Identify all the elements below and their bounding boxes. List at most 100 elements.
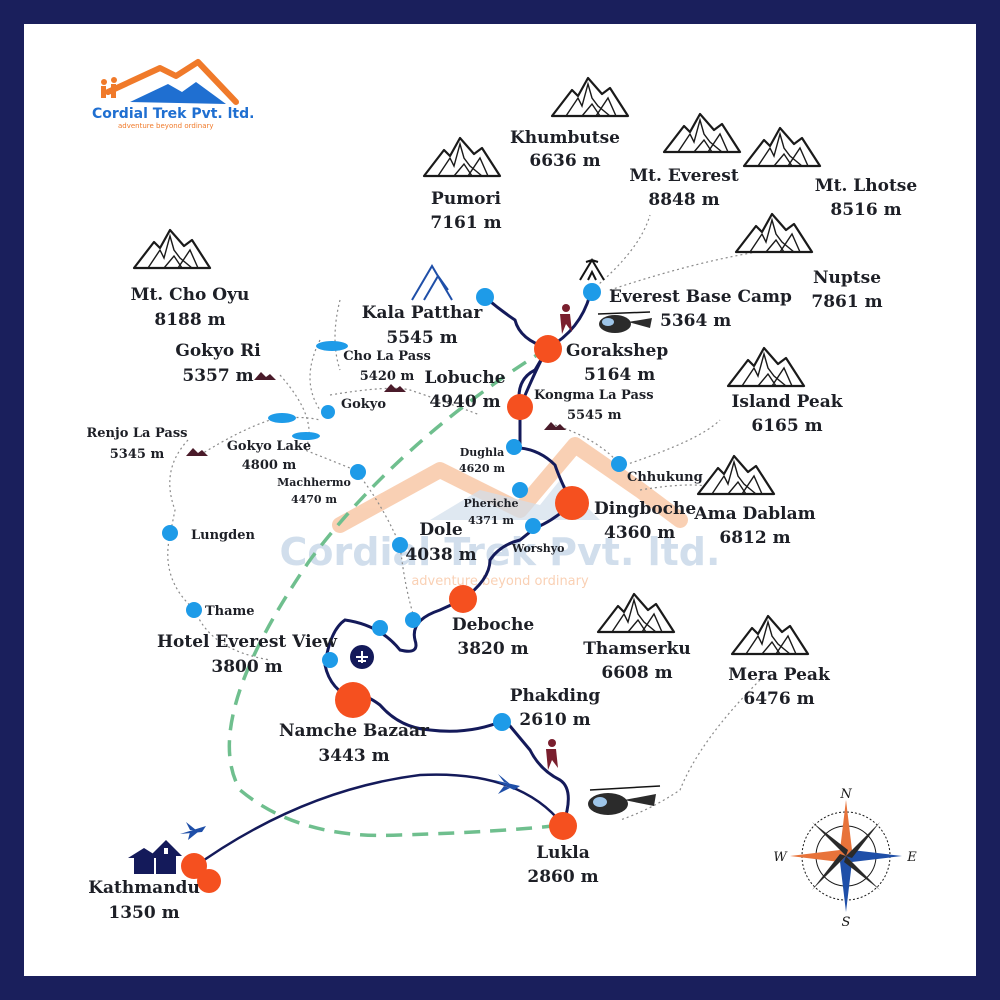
- place-alt-deboche: 3820 m: [457, 639, 528, 659]
- company-logo: Cordial Trek Pvt. ltd. adventure beyond …: [92, 59, 254, 130]
- place-alt-kongma-la: 5545 m: [567, 408, 622, 423]
- mountain-icon-pumori: [422, 136, 502, 178]
- stop-deboche-approach[interactable]: [405, 612, 421, 628]
- place-name-cho-la: Cho La Pass: [343, 349, 431, 364]
- place-name-namche-bazaar: Namche Bazaar: [279, 721, 430, 741]
- peak-alt-pumori: 7161 m: [430, 213, 501, 233]
- stop-chhukung[interactable]: [611, 456, 627, 472]
- stop-thame[interactable]: [186, 602, 202, 618]
- watermark-tagline: adventure beyond ordinary: [411, 574, 589, 589]
- place-name-thame: Thame: [205, 604, 255, 619]
- place-name-gokyo-ri: Gokyo Ri: [175, 341, 261, 361]
- place-name-chhukung: Chhukung: [627, 470, 703, 485]
- place-alt-gokyo-lake: 4800 m: [242, 458, 297, 473]
- compass-s: S: [842, 915, 851, 930]
- tent-icon: [579, 258, 605, 281]
- logo-tagline: adventure beyond ordinary: [118, 122, 214, 130]
- mountain-icon-ama-dablam: [696, 454, 776, 496]
- stop-hotel-everest-view[interactable]: [322, 652, 338, 668]
- stop-machhermo[interactable]: [350, 464, 366, 480]
- place-name-lobuche: Lobuche: [424, 368, 505, 388]
- place-alt-dole: 4038 m: [405, 545, 476, 565]
- airplane-icon-2: [180, 822, 206, 840]
- place-name-machhermo: Machhermo: [277, 476, 351, 489]
- major-stops: [181, 335, 589, 893]
- peak-name-khumbutse: Khumbutse: [510, 128, 620, 148]
- pass-icon-kongma-la: [544, 422, 566, 430]
- peak-alt-thamserku: 6608 m: [601, 663, 672, 683]
- lake-icon-2: [268, 413, 296, 423]
- place-alt-namche-bazaar: 3443 m: [318, 746, 389, 766]
- place-alt-pheriche: 4371 m: [468, 514, 514, 527]
- stop-everest-base-camp[interactable]: [583, 283, 601, 301]
- place-alt-hotel-everest-view: 3800 m: [211, 657, 282, 677]
- stop-lungden[interactable]: [162, 525, 178, 541]
- peak-alt-khumbutse: 6636 m: [529, 151, 600, 171]
- compass-w: W: [773, 850, 788, 865]
- peak-alt-nuptse: 7861 m: [811, 292, 882, 312]
- helicopter-icon-lukla: [588, 785, 661, 815]
- stop-kathmandu-2[interactable]: [197, 869, 221, 893]
- compass-e: E: [906, 850, 917, 865]
- stop-kala-patthar[interactable]: [476, 288, 494, 306]
- place-name-gokyo: Gokyo: [341, 397, 386, 412]
- stop-gorakshep[interactable]: [534, 335, 562, 363]
- place-alt-renjo-la: 5345 m: [110, 447, 165, 462]
- peak-alt-cho-oyu: 8188 m: [154, 310, 225, 330]
- lake-icon-3: [292, 432, 320, 440]
- place-name-kala-patthar: Kala Patthar: [362, 303, 484, 323]
- return-route-dashed: [227, 346, 564, 838]
- helicopter-icon-ebc: [597, 311, 652, 333]
- hiker-icon-lukla: [546, 739, 558, 770]
- peak-alt-lhotse: 8516 m: [830, 200, 901, 220]
- place-name-dingboche: Dingboche: [594, 499, 696, 519]
- mountain-icon-mera-peak: [730, 614, 810, 656]
- stop-worshyo[interactable]: [525, 518, 541, 534]
- place-alt-phakding: 2610 m: [519, 710, 590, 730]
- stop-namche-bazaar[interactable]: [335, 682, 371, 718]
- place-alt-gorakshep: 5164 m: [584, 365, 655, 385]
- airplane-icon-1: [494, 774, 520, 794]
- stop-tengboche-approach[interactable]: [372, 620, 388, 636]
- watermark-brand: Cordial Trek Pvt. ltd.: [280, 530, 721, 574]
- place-name-lukla: Lukla: [536, 843, 590, 863]
- peak-alt-island-peak: 6165 m: [751, 416, 822, 436]
- place-name-hotel-everest-view: Hotel Everest View: [157, 632, 337, 652]
- stop-lobuche[interactable]: [507, 394, 533, 420]
- peak-name-mera-peak: Mera Peak: [728, 665, 831, 685]
- stop-dughla[interactable]: [506, 439, 522, 455]
- place-alt-gokyo-ri: 5357 m: [182, 366, 253, 386]
- logo-name: Cordial Trek Pvt. ltd.: [92, 106, 254, 122]
- pass-icon-gokyo-ri: [254, 372, 276, 380]
- stop-phakding[interactable]: [493, 713, 511, 731]
- place-alt-cho-la: 5420 m: [360, 369, 415, 384]
- stop-gokyo[interactable]: [321, 405, 335, 419]
- minor-stops: [162, 283, 627, 731]
- place-name-renjo-la: Renjo La Pass: [86, 426, 187, 441]
- compass-n: N: [839, 787, 852, 802]
- place-name-kathmandu: Kathmandu: [88, 878, 200, 898]
- stop-kathmandu-1[interactable]: [181, 853, 207, 879]
- peak-name-ama-dablam: Ama Dablam: [693, 504, 815, 524]
- summit-icon-kala-patthar: [411, 264, 453, 301]
- place-name-phakding: Phakding: [510, 686, 601, 706]
- stop-pheriche[interactable]: [512, 482, 528, 498]
- place-alt-lukla: 2860 m: [527, 867, 598, 887]
- place-name-lungden: Lungden: [191, 528, 255, 543]
- place-alt-dughla: 4620 m: [459, 462, 505, 475]
- stop-dingboche[interactable]: [555, 486, 589, 520]
- mountain-icon-cho-oyu: [132, 228, 212, 270]
- stop-lukla[interactable]: [549, 812, 577, 840]
- peak-name-pumori: Pumori: [431, 189, 501, 209]
- mountain-icon-everest: [662, 112, 742, 154]
- peak-name-island-peak: Island Peak: [731, 392, 843, 412]
- hiker-icon-gorakshep: [560, 304, 572, 334]
- stop-deboche[interactable]: [449, 585, 477, 613]
- peak-alt-everest: 8848 m: [648, 190, 719, 210]
- place-alt-kala-patthar: 5545 m: [386, 328, 457, 348]
- place-name-gorakshep: Gorakshep: [566, 341, 668, 361]
- compass-rose: N S E W: [773, 787, 917, 930]
- stop-dole[interactable]: [392, 537, 408, 553]
- mountain-icon-nuptse: [734, 212, 814, 254]
